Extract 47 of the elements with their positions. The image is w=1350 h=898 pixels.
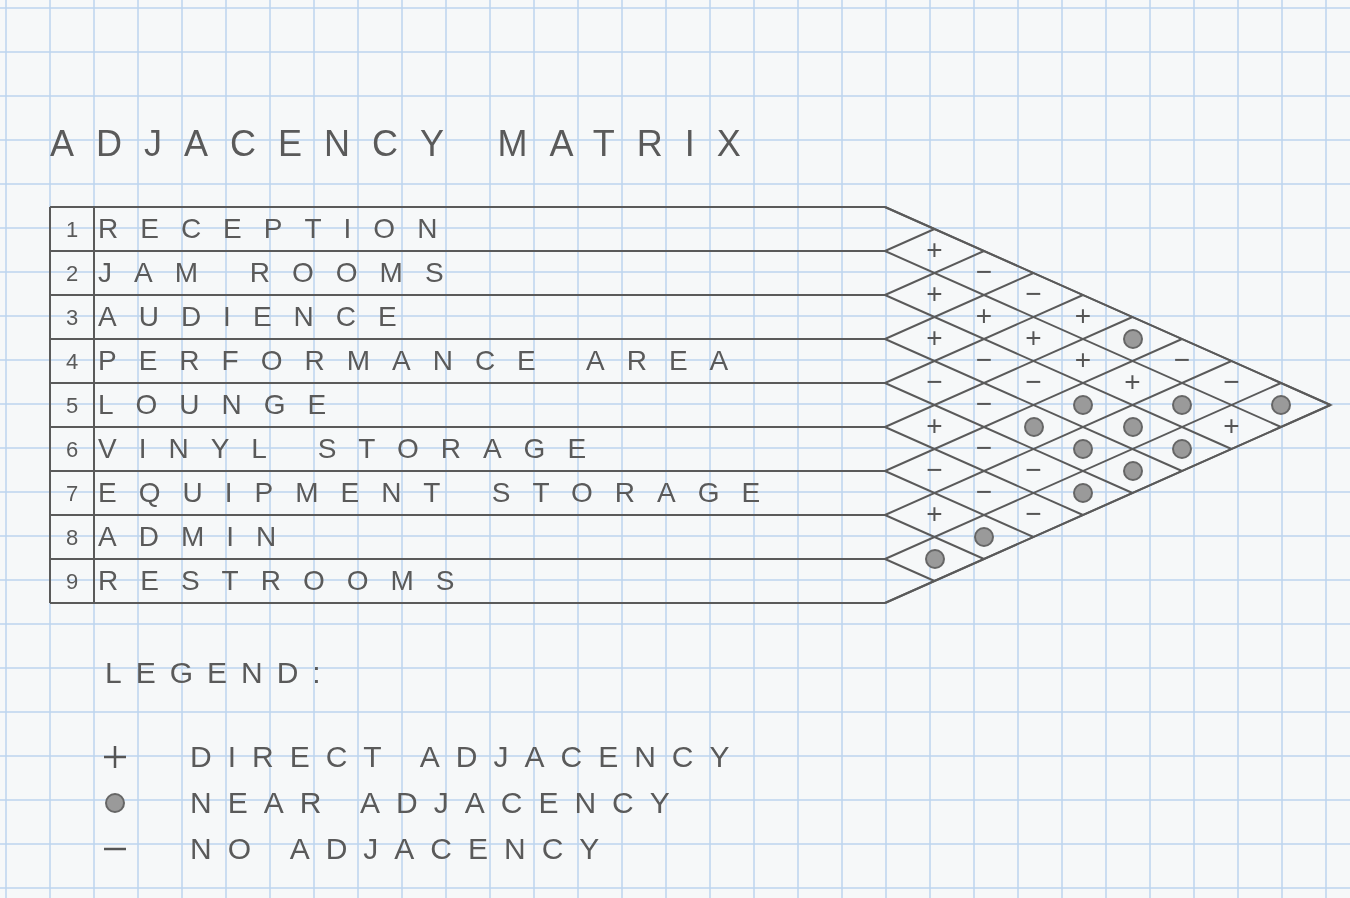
adjacency-symbol: + xyxy=(920,499,949,529)
adjacency-symbol: + xyxy=(1217,411,1246,441)
room-name: RESTROOMS xyxy=(98,564,477,598)
legend-text: NO ADJACENCY xyxy=(190,834,616,864)
room-name: RECEPTION xyxy=(98,212,460,246)
adjacency-symbol: + xyxy=(970,301,998,331)
row-number: 1 xyxy=(64,215,80,244)
row-number: 9 xyxy=(64,567,80,596)
adjacency-symbol: + xyxy=(1019,323,1048,353)
adjacency-symbol: + xyxy=(920,411,949,441)
room-name: LOUNGE xyxy=(98,388,349,422)
room-name: JAM ROOMS xyxy=(98,256,466,290)
adjacency-symbol: − xyxy=(1019,367,1048,397)
legend-text: DIRECT ADJACENCY xyxy=(190,742,746,772)
adjacency-symbol: − xyxy=(970,433,998,463)
adjacency-symbol: − xyxy=(1019,455,1048,485)
room-name: VINYL STORAGE xyxy=(98,432,609,466)
adjacency-symbol: − xyxy=(970,389,998,419)
adjacency-symbol: − xyxy=(1217,367,1246,397)
title: ADJACENCY MATRIX xyxy=(50,126,763,162)
row-number: 4 xyxy=(64,347,80,376)
adjacency-symbol: − xyxy=(1168,345,1196,375)
row-number: 7 xyxy=(64,479,80,508)
adjacency-symbol: − xyxy=(970,477,998,507)
row-number: 6 xyxy=(64,435,80,464)
adjacency-symbol: + xyxy=(1069,345,1097,375)
legend-heading: LEGEND: xyxy=(105,658,335,688)
legend-text: NEAR ADJACENCY xyxy=(190,788,686,818)
row-number: 2 xyxy=(64,259,80,288)
room-name: PERFORMANCE AREA xyxy=(98,344,751,378)
room-name: EQUIPMENT STORAGE xyxy=(98,476,783,510)
adjacency-symbol: − xyxy=(920,455,949,485)
adjacency-symbol: + xyxy=(920,235,949,265)
adjacency-symbol: − xyxy=(920,367,949,397)
adjacency-symbol: + xyxy=(1069,301,1097,331)
adjacency-symbol: − xyxy=(970,345,998,375)
adjacency-symbol: − xyxy=(1019,499,1048,529)
adjacency-symbol: − xyxy=(1019,279,1048,309)
adjacency-symbol: + xyxy=(1118,367,1147,397)
row-number: 8 xyxy=(64,523,80,552)
row-number: 3 xyxy=(64,303,80,332)
row-number: 5 xyxy=(64,391,80,420)
room-name: AUDIENCE xyxy=(98,300,419,334)
adjacency-symbol: + xyxy=(920,279,949,309)
adjacency-symbol: − xyxy=(970,257,998,287)
room-name: ADMIN xyxy=(98,520,299,554)
adjacency-symbol: + xyxy=(920,323,949,353)
